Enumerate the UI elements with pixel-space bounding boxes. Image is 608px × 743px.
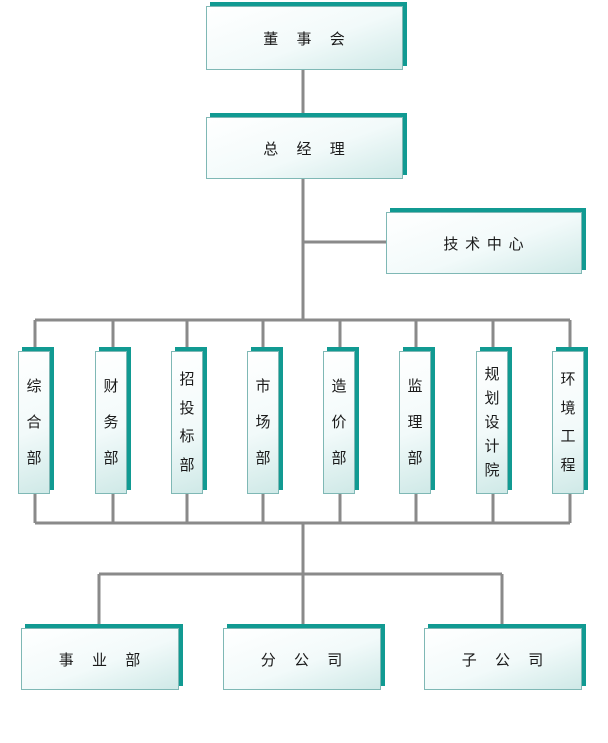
dept-label-char: 市 xyxy=(255,377,271,395)
dept-label-char: 价 xyxy=(331,413,347,431)
dept-box: 招投标部 xyxy=(171,351,203,494)
dept-box: 监理部 xyxy=(399,351,431,494)
branch-office-label: 分 公 司 xyxy=(260,650,344,669)
dept-label-char: 场 xyxy=(255,413,271,431)
dept-label-char: 划 xyxy=(484,389,500,407)
dept-label-char: 投 xyxy=(179,398,195,417)
dept-box: 环境工程 xyxy=(552,351,584,494)
dept-label-char: 部 xyxy=(331,449,347,467)
dept-box: 市场部 xyxy=(247,351,279,494)
dept-label-char: 造 xyxy=(331,377,347,395)
business-division-box: 事 业 部 xyxy=(21,628,179,690)
subsidiary-label: 子 公 司 xyxy=(461,650,545,669)
dept-label-char: 合 xyxy=(26,413,42,431)
dept-label-char: 设 xyxy=(484,413,500,431)
board-box: 董 事 会 xyxy=(206,6,403,70)
dept-box: 造价部 xyxy=(323,351,355,494)
dept-label-char: 计 xyxy=(484,437,500,455)
dept-box: 综合部 xyxy=(18,351,50,494)
board-label: 董 事 会 xyxy=(263,29,346,48)
tech-center-box: 技 术 中 心 xyxy=(386,212,582,274)
business-division-label: 事 业 部 xyxy=(58,650,142,669)
dept-label-char: 综 xyxy=(26,377,42,395)
dept-label-char: 部 xyxy=(179,456,195,475)
line-dept-rises xyxy=(33,494,572,523)
dept-label-char: 院 xyxy=(484,461,500,479)
general-manager-box: 总 经 理 xyxy=(206,117,403,179)
dept-label-char: 务 xyxy=(103,413,119,431)
dept-label-char: 理 xyxy=(407,413,423,431)
dept-box: 财务部 xyxy=(95,351,127,494)
line-dept-drops xyxy=(33,320,572,350)
general-manager-label: 总 经 理 xyxy=(263,139,346,158)
dept-label-char: 部 xyxy=(407,449,423,467)
dept-label-char: 招 xyxy=(179,369,195,388)
dept-label-char: 财 xyxy=(103,377,119,395)
dept-label-char: 部 xyxy=(103,449,119,467)
dept-label-char: 程 xyxy=(560,456,576,475)
dept-label-char: 监 xyxy=(407,377,423,395)
dept-label-char: 规 xyxy=(484,365,500,383)
line-bottom-drops xyxy=(97,574,504,628)
dept-label-char: 环 xyxy=(560,369,576,388)
tech-center-label: 技 术 中 心 xyxy=(443,234,525,253)
subsidiary-box: 子 公 司 xyxy=(424,628,582,690)
dept-label-char: 标 xyxy=(179,427,195,446)
branch-office-box: 分 公 司 xyxy=(223,628,381,690)
dept-label-char: 境 xyxy=(560,398,576,417)
dept-label-char: 工 xyxy=(560,427,576,446)
dept-box: 规划设计院 xyxy=(476,351,508,494)
dept-label-char: 部 xyxy=(26,449,42,467)
dept-label-char: 部 xyxy=(255,449,271,467)
